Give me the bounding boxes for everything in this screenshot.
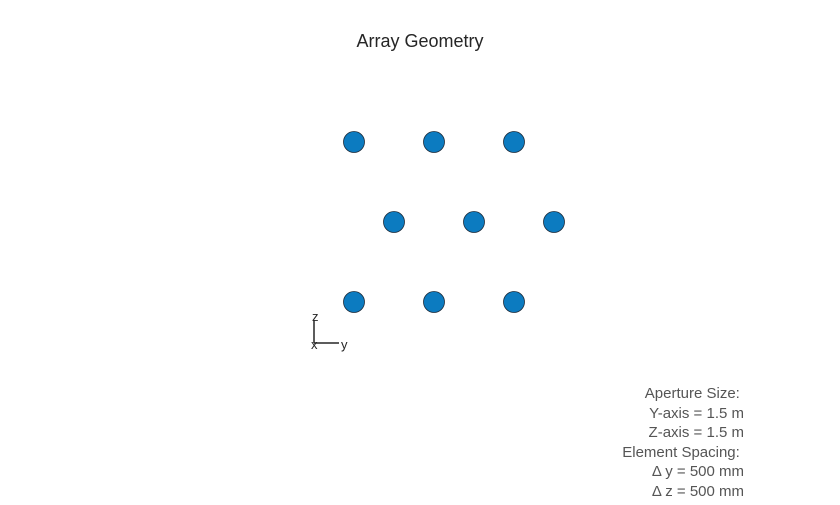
annotation-line: Element Spacing: bbox=[622, 443, 744, 461]
array-elements bbox=[343, 131, 565, 313]
array-element-5 bbox=[463, 211, 485, 233]
z-axis-label: z bbox=[312, 309, 319, 324]
annotation-line: Δ y = 500 mm bbox=[651, 463, 744, 480]
annotation-line: Δ z = 500 mm bbox=[651, 482, 744, 500]
array-element-1 bbox=[343, 131, 365, 153]
array-element-4 bbox=[383, 211, 405, 233]
x-axis-label: x bbox=[311, 337, 318, 352]
array-element-3 bbox=[503, 131, 525, 153]
array-element-9 bbox=[503, 291, 525, 313]
array-element-6 bbox=[543, 211, 565, 233]
annotation-line: Aperture Size: bbox=[644, 385, 744, 402]
array-element-2 bbox=[423, 131, 445, 153]
aperture-info: Aperture Size: Y-axis = 1.5 m Z-axis = 1.… bbox=[622, 384, 744, 501]
array-element-7 bbox=[343, 291, 365, 313]
annotation-line: Y-axis = 1.5 m bbox=[649, 404, 744, 422]
axes-triad: z y x bbox=[311, 309, 348, 352]
y-axis-label: y bbox=[341, 337, 348, 352]
array-element-8 bbox=[423, 291, 445, 313]
chart-title: Array Geometry bbox=[356, 31, 484, 51]
annotation-line: Z-axis = 1.5 m bbox=[648, 424, 744, 441]
